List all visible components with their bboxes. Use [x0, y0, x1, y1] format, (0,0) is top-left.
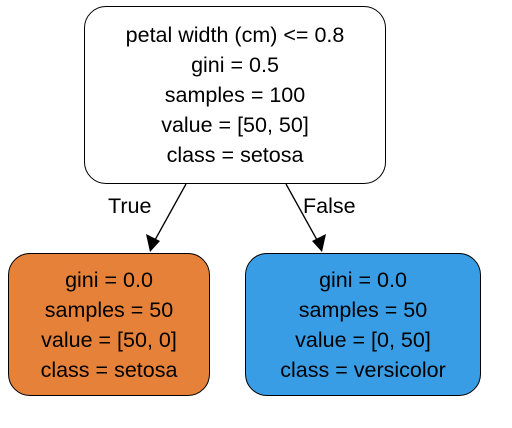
left-gini: gini = 0.0 — [65, 267, 153, 292]
root-gini: gini = 0.5 — [191, 53, 279, 77]
edge-true — [146, 183, 187, 252]
edge-true-label: True — [108, 194, 152, 218]
right-samples: samples = 50 — [298, 297, 428, 322]
right-leaf-node: gini = 0.0 samples = 50 value = [0, 50] … — [245, 253, 481, 396]
root-class: class = setosa — [166, 143, 304, 167]
root-split-condition: petal width (cm) <= 0.8 — [125, 23, 345, 47]
right-gini: gini = 0.0 — [319, 267, 407, 292]
right-class: class = versicolor — [280, 357, 446, 382]
root-node: petal width (cm) <= 0.8 gini = 0.5 sampl… — [84, 6, 386, 184]
left-value: value = [50, 0] — [41, 327, 177, 352]
left-samples: samples = 50 — [44, 297, 174, 322]
left-leaf-node: gini = 0.0 samples = 50 value = [50, 0] … — [8, 253, 210, 396]
root-samples: samples = 100 — [164, 83, 306, 107]
edge-false-label: False — [303, 194, 356, 218]
left-class: class = setosa — [40, 357, 178, 382]
right-value: value = [0, 50] — [295, 327, 431, 352]
root-value: value = [50, 50] — [161, 113, 309, 137]
